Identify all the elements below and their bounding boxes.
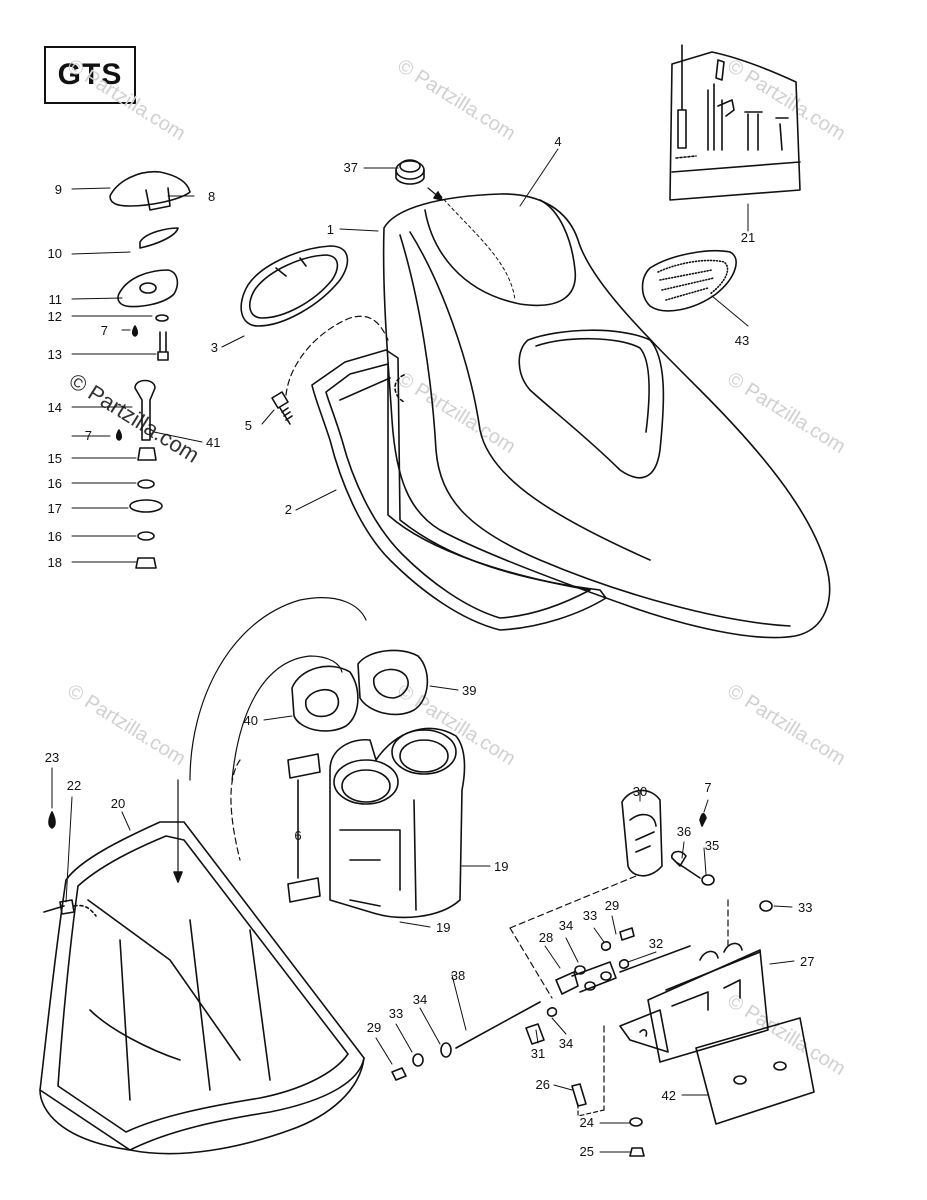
model-badge: GTS [44,46,136,104]
bin-lids-part [291,649,429,732]
callout-3: 3 [211,340,218,355]
callout-25: 25 [580,1144,594,1159]
callout-39: 39 [462,683,476,698]
callout-15: 15 [48,451,62,466]
callout-10: 10 [48,246,62,261]
callout-2: 2 [285,502,292,517]
callout-30: 30 [633,784,647,799]
callout-17: 17 [48,501,62,516]
seat-cover-part [382,193,831,639]
callout-40: 40 [244,713,258,728]
callout-18: 18 [48,555,62,570]
latch-assembly-part [391,789,773,1157]
seat-base-part [311,349,607,631]
callout-19: 19 [494,859,508,874]
callout-33: 33 [798,900,812,915]
callout-41: 41 [206,435,220,450]
twin-housing-part [329,727,466,919]
callout-34: 34 [413,992,427,1007]
callout-7: 7 [101,323,108,338]
callout-numbers: 1 2 3 4 5 6 7 7 7 8 9 10 11 12 13 14 15 … [45,134,815,1159]
callout-14: 14 [48,400,62,415]
callout-1: 1 [327,222,334,237]
latch-hardware-part [109,171,191,569]
callout-24: 24 [580,1115,594,1130]
callout-6: 6 [294,828,301,843]
callout-42: 42 [662,1088,676,1103]
seal-ring-part [240,245,349,327]
callout-35: 35 [705,838,719,853]
callout-33: 33 [583,908,597,923]
callout-27: 27 [800,954,814,969]
gasket-plate-part [695,1017,815,1125]
callout-43: 43 [735,333,749,348]
callout-23: 23 [45,750,59,765]
callout-5: 5 [245,418,252,433]
callout-19: 19 [436,920,450,935]
model-label: GTS [57,58,123,91]
callout-34: 34 [559,1036,573,1051]
callout-29: 29 [605,898,619,913]
callout-11: 11 [49,292,63,307]
rivet-part [43,899,97,917]
callout-31: 31 [531,1046,545,1061]
callout-37: 37 [344,160,358,175]
callout-29: 29 [367,1020,381,1035]
callout-21: 21 [741,230,755,245]
callout-32: 32 [649,936,663,951]
callout-9: 9 [55,182,62,197]
callout-36: 36 [677,824,691,839]
callout-16: 16 [48,529,62,544]
storage-bin-part [39,821,365,1155]
tool-kit-part [669,44,801,201]
callout-34: 34 [559,918,573,933]
screw-5-part [271,391,293,425]
bracket-plates-part [287,753,321,903]
mesh-cover-part [641,249,737,312]
callout-8: 8 [208,189,215,204]
leader-lines [51,148,795,1153]
callout-4: 4 [554,134,561,149]
callout-22: 22 [67,778,81,793]
callout-16: 16 [48,476,62,491]
callout-7: 7 [704,780,711,795]
callout-38: 38 [451,968,465,983]
callout-7: 7 [85,428,92,443]
plug-part [395,159,425,185]
callout-20: 20 [111,796,125,811]
callout-26: 26 [536,1077,550,1092]
callout-12: 12 [48,309,62,324]
callout-13: 13 [48,347,62,362]
callout-28: 28 [539,930,553,945]
callout-33: 33 [389,1006,403,1021]
